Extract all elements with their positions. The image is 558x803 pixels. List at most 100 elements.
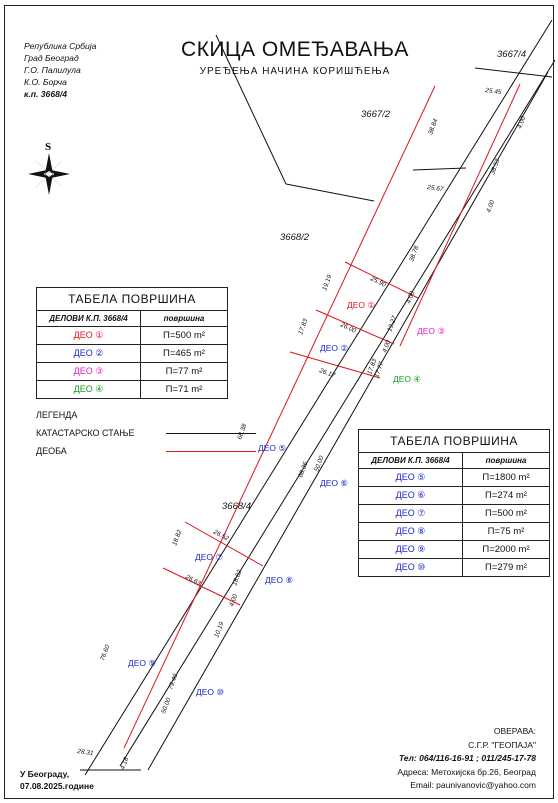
- map-label-deo9: ДЕО ⑨: [128, 658, 156, 668]
- dim-label: 18.82: [231, 569, 243, 587]
- table1-header-row: ДЕЛОВИ К.П. 3668/4 површина: [37, 311, 227, 326]
- footer-company: С.Г.Р. "ГЕОПАЈА": [468, 739, 536, 750]
- table2-area-9: П=2000 m²: [482, 544, 530, 555]
- dim-label: 4.00: [405, 290, 416, 305]
- header-line-municipality: Г.О. Палилула: [24, 65, 81, 75]
- table2-area-8: П=75 m²: [487, 526, 525, 537]
- dim-label: 10.19: [213, 621, 225, 639]
- dim-label: 18.82: [171, 529, 183, 547]
- footer-certified-by: ОВЕРАВА:: [493, 726, 536, 736]
- dim-label: 38.84: [427, 118, 439, 136]
- area-table-1: ТАБЕЛА ПОВРШИНА ДЕЛОВИ К.П. 3668/4 површ…: [36, 287, 228, 399]
- map-label-deo2: ДЕО ②: [320, 343, 348, 353]
- footer-email: Email: paunivanovic@yahoo.com: [410, 780, 536, 790]
- table-row: ДЕО ⑨ П=2000 m²: [359, 540, 549, 558]
- dim-label: 4.18: [119, 756, 130, 771]
- table2-area-6: П=274 m²: [485, 490, 527, 501]
- table-row: ДЕО ⑥ П=274 m²: [359, 486, 549, 504]
- table2-col2-header: површина: [485, 456, 527, 465]
- header-line-republic: Република Србија: [24, 41, 97, 51]
- dim-label: 38.53: [489, 158, 501, 176]
- legend-cadastral-label: КАТАСТАРСКО СТАЊЕ: [36, 428, 135, 438]
- table1-area-2: П=465 m²: [163, 348, 205, 359]
- dim-label: 25.45: [484, 87, 502, 96]
- north-arrow-icon: S: [28, 141, 70, 195]
- table-row: ДЕО ② П=465 m²: [37, 344, 227, 362]
- table2-caption: ТАБЕЛА ПОВРШИНА: [359, 430, 549, 453]
- table2-part-9: ДЕО ⑨: [359, 541, 463, 558]
- north-letter: S: [45, 141, 51, 153]
- parcel-label-3667-2: 3667/2: [361, 109, 391, 120]
- legend-item-division: ДЕОБА: [36, 445, 256, 463]
- footer-certifier: ОВЕРАВА: С.Г.Р. "ГЕОПАЈА" Тел: 064/116-1…: [397, 725, 536, 793]
- table2-part-10: ДЕО ⑩: [359, 559, 463, 576]
- map-label-deo4: ДЕО ④: [393, 374, 421, 384]
- table2-part-6: ДЕО ⑥: [359, 487, 463, 504]
- dim-label: 4.00: [485, 199, 496, 214]
- header-line-city: Град Београд: [24, 53, 79, 63]
- legend-division-label: ДЕОБА: [36, 446, 67, 456]
- map-label-deo5: ДЕО ⑤: [258, 443, 286, 453]
- dim-label: 25.67: [426, 184, 444, 193]
- map-label-deo1: ДЕО ①: [347, 300, 375, 310]
- table2-part-5: ДЕО ⑤: [359, 469, 463, 486]
- dim-label: 25.90: [368, 275, 387, 289]
- area-table-2: ТАБЕЛА ПОВРШИНА ДЕЛОВИ К.П. 3668/4 површ…: [358, 429, 550, 577]
- table1-col1-header: ДЕЛОВИ К.П. 3668/4: [37, 311, 141, 326]
- dim-label: 19.19: [321, 274, 333, 292]
- legend: ЛЕГЕНДА КАТАСТАРСКО СТАЊЕ ДЕОБА: [36, 409, 256, 463]
- dim-label: 26.17: [317, 367, 336, 380]
- table2-area-7: П=500 m²: [485, 508, 527, 519]
- table2-part-7: ДЕО ⑦: [359, 505, 463, 522]
- parcel-label-3667-4: 3667/4: [497, 49, 526, 60]
- map-label-deo8: ДЕО ⑧: [265, 575, 293, 585]
- dim-label: 79.40: [167, 673, 179, 691]
- parcel-label-3668-2: 3668/2: [280, 232, 310, 243]
- map-label-deo10: ДЕО ⑩: [196, 687, 224, 697]
- table-row: ДЕО ① П=500 m²: [37, 326, 227, 344]
- dim-label: 4.00: [381, 339, 392, 354]
- dim-label: 26.00: [338, 321, 357, 335]
- dim-label: 50.00: [160, 697, 172, 715]
- table2-header-row: ДЕЛОВИ К.П. 3668/4 површина: [359, 453, 549, 468]
- map-label-deo6: ДЕО ⑥: [320, 478, 348, 488]
- table-row: ДЕО ⑤ П=1800 m²: [359, 468, 549, 486]
- table-row: ДЕО ⑩ П=279 m²: [359, 558, 549, 576]
- table2-area-5: П=1800 m²: [482, 472, 530, 483]
- footer-phone: Тел: 064/116-16-91 ; 011/245-17-78: [398, 753, 536, 763]
- map-label-deo3: ДЕО ③: [417, 326, 445, 336]
- table1-area-4: П=71 m²: [165, 384, 203, 395]
- legend-division-swatch: [166, 451, 256, 452]
- table1-part-4: ДЕО ④: [37, 381, 141, 398]
- table1-part-1: ДЕО ①: [37, 327, 141, 344]
- table1-part-3: ДЕО ③: [37, 363, 141, 380]
- parcel-label-3668-4: 3668/4: [222, 501, 251, 512]
- table2-part-8: ДЕО ⑧: [359, 523, 463, 540]
- header-line-cadastral-municipality: К.О. Борча: [24, 77, 67, 87]
- legend-item-cadastral: КАТАСТАРСКО СТАЊЕ: [36, 427, 256, 445]
- dim-label: 4.00: [516, 115, 527, 130]
- footer-address: Адреса: Метохијска бр.26, Београд: [397, 766, 536, 777]
- dim-label: 4.00: [228, 593, 239, 608]
- header-line-parcel: к.п. 3668/4: [24, 89, 68, 99]
- footer-place: У Београду,: [20, 769, 70, 779]
- dim-label: 38.78: [408, 245, 420, 263]
- table-row: ДЕО ⑦ П=500 m²: [359, 504, 549, 522]
- dim-label: 68.38: [236, 423, 248, 441]
- dim-label: 26.52: [211, 528, 230, 542]
- map-label-deo7: ДЕО ⑦: [195, 552, 223, 562]
- table1-area-3: П=77 m²: [165, 366, 203, 377]
- table-row: ДЕО ③ П=77 m²: [37, 362, 227, 380]
- dim-label: 28.31: [76, 748, 94, 757]
- header-block: Република Србија Град Београд Г.О. Палил…: [24, 40, 96, 100]
- legend-title: ЛЕГЕНДА: [36, 410, 78, 420]
- table1-area-1: П=500 m²: [163, 330, 205, 341]
- sheet-frame: [4, 5, 554, 799]
- dim-label: 76.60: [99, 644, 111, 662]
- table2-area-10: П=279 m²: [485, 562, 527, 573]
- table-row: ДЕО ④ П=71 m²: [37, 380, 227, 398]
- table1-part-2: ДЕО ②: [37, 345, 141, 362]
- footer-place-date: У Београду, 07.08.2025.године: [20, 768, 94, 792]
- dim-label: 68.36: [297, 461, 309, 479]
